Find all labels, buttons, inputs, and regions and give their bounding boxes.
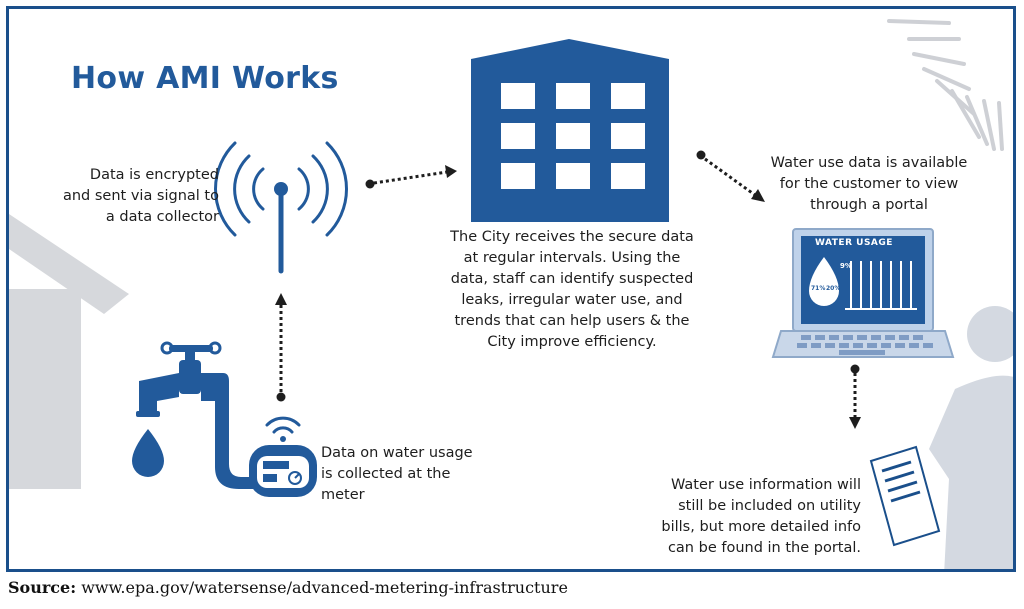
person-icon (929, 306, 1013, 569)
water-meter-icon (249, 445, 317, 497)
wifi-icon (265, 416, 301, 442)
laptop-screen-pct-71: 71% (811, 285, 826, 292)
house-icon (9, 214, 129, 489)
source-credit: Source: www.epa.gov/watersense/advanced-… (8, 578, 568, 597)
source-url: www.epa.gov/watersense/advanced-metering… (81, 578, 568, 597)
bill-icon (869, 445, 941, 547)
page-title: How AMI Works (71, 61, 339, 96)
arrow-portal-to-bill (849, 364, 861, 429)
diagram-frame: How AMI Works WATER USAGE 9% 71% 20% Dat… (6, 6, 1016, 572)
faucet-icon (136, 341, 261, 489)
arrow-signal-to-city (365, 165, 457, 189)
arrow-meter-to-antenna (275, 293, 287, 402)
laptop-screen-heading: WATER USAGE (815, 238, 893, 248)
caption-meter: Data on water usage is collected at the … (321, 445, 473, 503)
screen-drop-icon (809, 257, 839, 306)
antenna-icon (213, 141, 349, 274)
diagram-art (9, 19, 1013, 569)
caption-bills: Water use information will still be incl… (661, 477, 861, 556)
building-icon (471, 39, 669, 222)
caption-portal: Water use data is available for the cust… (770, 155, 968, 213)
caption-signal: Data is encrypted and sent via signal to… (62, 167, 219, 225)
laptop-screen-pct-20: 20% (826, 285, 841, 292)
laptop-screen-pct-9: 9% (840, 262, 852, 270)
arrow-city-to-portal (696, 150, 765, 202)
water-drop-icon (132, 429, 164, 477)
sun-icon (887, 19, 1004, 151)
laptop-icon (771, 228, 955, 358)
caption-city: The City receives the secure data at reg… (450, 229, 694, 350)
source-label: Source: (8, 578, 77, 597)
